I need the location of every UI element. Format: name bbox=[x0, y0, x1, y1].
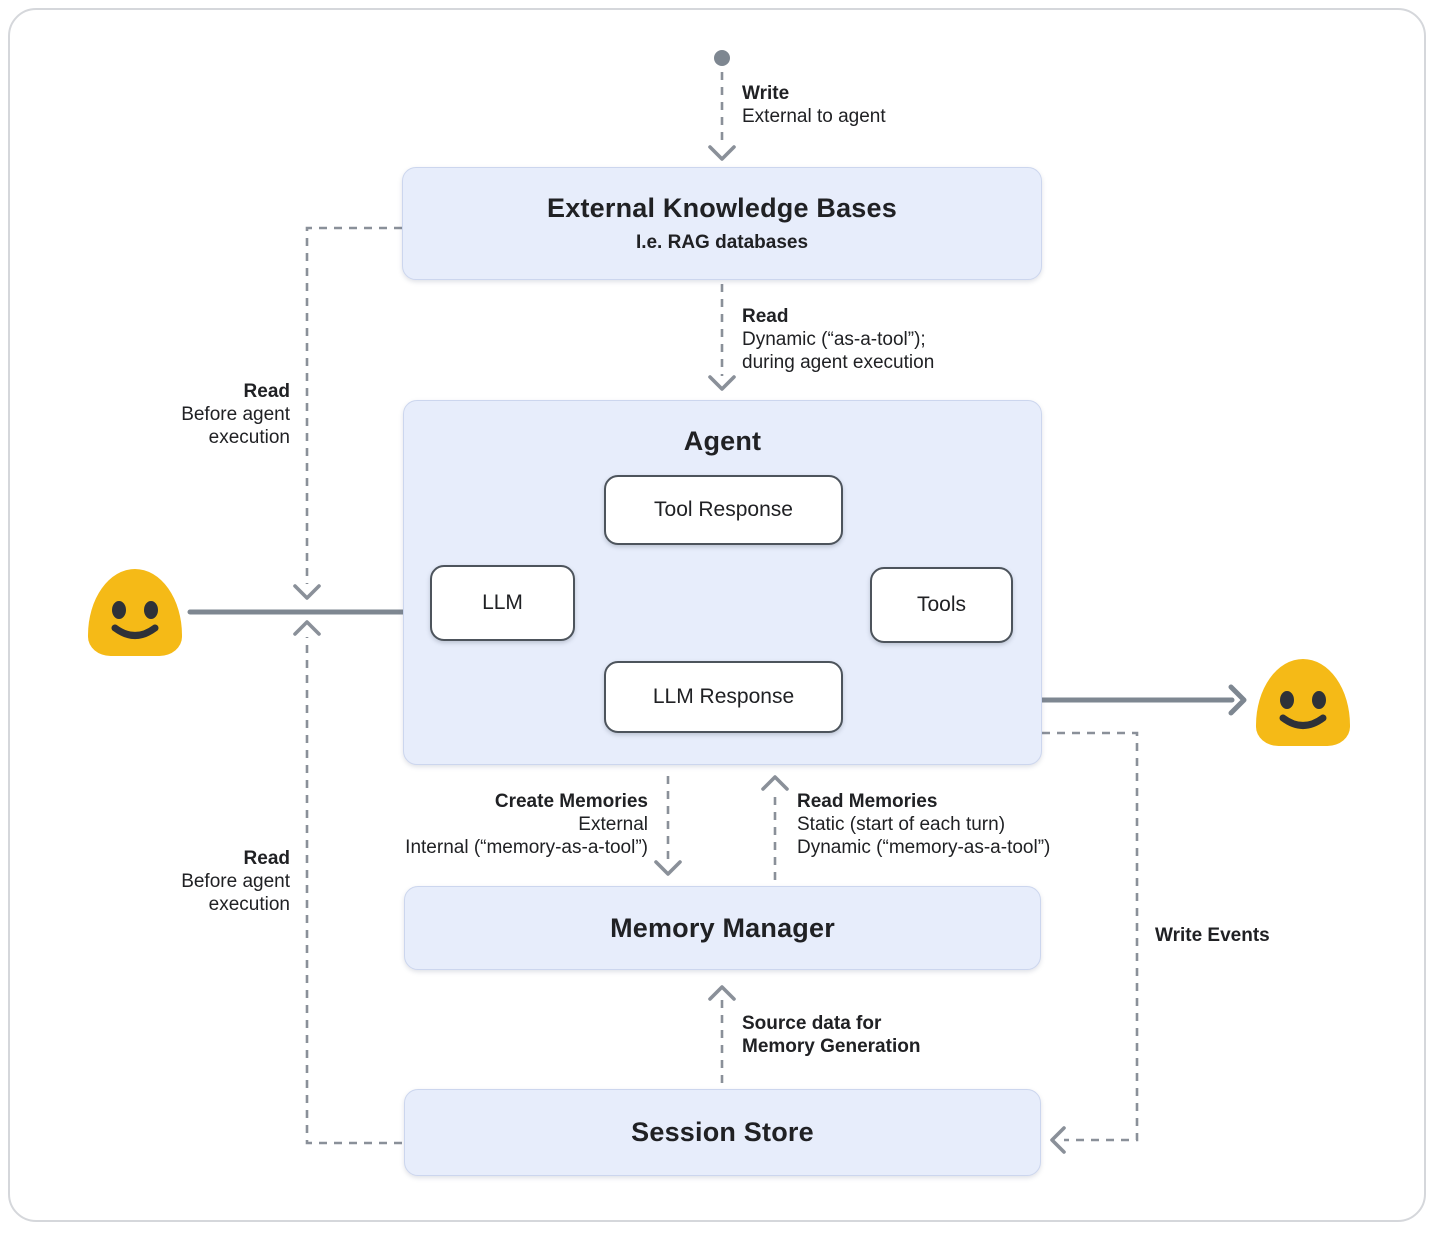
external-kb-subtitle: I.e. RAG databases bbox=[635, 232, 809, 253]
annotation-line: Source data for bbox=[742, 1013, 882, 1034]
arrowhead-down-icon bbox=[708, 145, 736, 161]
annotation-read-memories: Read Memories Static (start of each turn… bbox=[797, 790, 1050, 859]
annotation-write-external: Write External to agent bbox=[742, 82, 886, 128]
arrowhead-up-icon bbox=[293, 620, 321, 636]
arrowhead-up-icon bbox=[761, 775, 789, 791]
annotation-create-memories: Create Memories External Internal (“memo… bbox=[340, 790, 648, 859]
annotation-line: Before agent bbox=[181, 871, 290, 892]
agent-title: Agent bbox=[683, 426, 762, 456]
eye-icon bbox=[112, 601, 126, 619]
tools-label: Tools bbox=[916, 593, 967, 616]
arrowhead-left-icon bbox=[1050, 1126, 1066, 1154]
dashed-ekb-read-line bbox=[305, 226, 402, 584]
annotation-line: Dynamic (“memory-as-a-tool”) bbox=[797, 837, 1051, 858]
annotation-line: Dynamic (“as-a-tool”); bbox=[742, 329, 926, 350]
smiling-face-icon bbox=[1256, 659, 1350, 746]
node-memory-manager: Memory Manager bbox=[404, 886, 1041, 970]
dashed-write-events-line bbox=[1042, 731, 1139, 1142]
tool-response-label: Tool Response bbox=[654, 498, 793, 521]
annotation-title: Write Events bbox=[1155, 925, 1270, 946]
node-llm: LLM bbox=[430, 565, 575, 641]
dashed-session-read-line bbox=[305, 637, 402, 1145]
annotation-read-before-bottom: Read Before agent execution bbox=[110, 847, 290, 916]
annotation-title: Read Memories bbox=[797, 791, 938, 812]
annotation-write-events: Write Events bbox=[1155, 924, 1270, 947]
annotation-line: execution bbox=[208, 894, 290, 915]
annotation-title: Write bbox=[742, 83, 790, 104]
arrowhead-down-icon bbox=[654, 860, 682, 876]
annotation-line: External bbox=[578, 814, 648, 835]
smile-icon bbox=[1279, 714, 1327, 729]
arrowhead-down-icon bbox=[293, 584, 321, 600]
annotation-line: Static (start of each turn) bbox=[797, 814, 1006, 835]
annotation-line: External to agent bbox=[742, 106, 886, 127]
dot-icon bbox=[714, 50, 730, 66]
annotation-read-dynamic: Read Dynamic (“as-a-tool”); during agent… bbox=[742, 305, 934, 374]
arrowhead-right-icon bbox=[1228, 684, 1247, 716]
node-llm-response: LLM Response bbox=[604, 661, 843, 733]
node-tools: Tools bbox=[870, 567, 1013, 643]
smiling-face-icon bbox=[88, 569, 182, 656]
annotation-title: Create Memories bbox=[494, 791, 648, 812]
arrowhead-up-icon bbox=[708, 985, 736, 1001]
annotation-source-data: Source data for Memory Generation bbox=[742, 1012, 920, 1058]
llm-response-label: LLM Response bbox=[652, 685, 795, 708]
outer-frame bbox=[8, 8, 1426, 1222]
annotation-title: Read bbox=[742, 306, 789, 327]
annotation-title: Read bbox=[243, 381, 290, 402]
annotation-line: Before agent bbox=[181, 404, 290, 425]
external-kb-title: External Knowledge Bases bbox=[547, 193, 897, 223]
node-session-store: Session Store bbox=[404, 1089, 1041, 1176]
arrowhead-down-icon bbox=[708, 375, 736, 391]
annotation-line: execution bbox=[208, 427, 290, 448]
node-tool-response: Tool Response bbox=[604, 475, 843, 545]
smile-icon bbox=[111, 624, 159, 639]
node-external-knowledge-bases: External Knowledge Bases I.e. RAG databa… bbox=[402, 167, 1042, 280]
eye-icon bbox=[144, 601, 158, 619]
eye-icon bbox=[1312, 691, 1326, 709]
annotation-title: Read bbox=[243, 848, 290, 869]
memory-manager-title: Memory Manager bbox=[610, 912, 835, 943]
annotation-line: Internal (“memory-as-a-tool”) bbox=[405, 837, 648, 858]
llm-label: LLM bbox=[482, 591, 523, 614]
annotation-line: Memory Generation bbox=[742, 1036, 921, 1057]
session-store-title: Session Store bbox=[631, 1117, 814, 1147]
annotation-read-before-top: Read Before agent execution bbox=[110, 380, 290, 449]
annotation-line: during agent execution bbox=[742, 352, 935, 373]
eye-icon bbox=[1280, 691, 1294, 709]
